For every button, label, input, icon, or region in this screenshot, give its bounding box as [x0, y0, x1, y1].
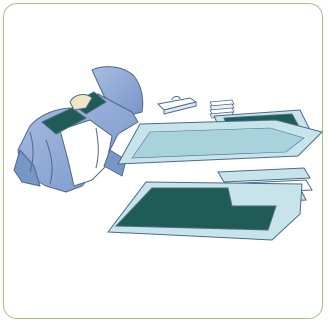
- tape-roll-item: [158, 96, 196, 114]
- bottom-sheet-green: [108, 182, 302, 240]
- draped-patient-figure: [14, 67, 143, 192]
- large-drape-sheet-middle: [118, 120, 322, 164]
